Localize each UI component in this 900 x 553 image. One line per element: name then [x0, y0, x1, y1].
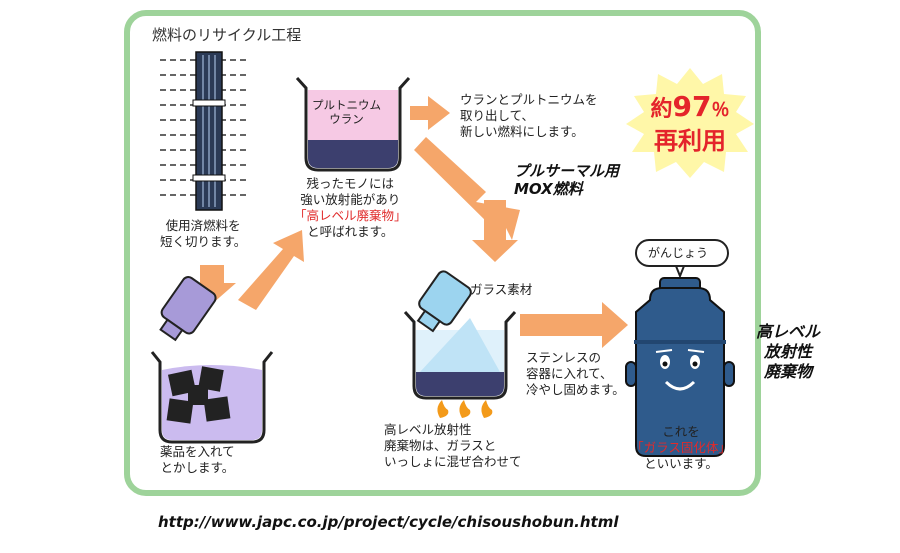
- step-mix-line3: いっしょに混ぜ合わせて: [384, 454, 522, 469]
- recycle-rate-line2: 再利用: [654, 127, 726, 155]
- step-canister-line3: といいます。: [644, 456, 718, 471]
- step-mix-line1: 高レベル放射性: [384, 422, 472, 437]
- glass-material-label: ガラス素材: [470, 282, 533, 297]
- recycle-starburst: [626, 68, 754, 178]
- speech-bubble-text: がんじょう: [648, 246, 709, 260]
- step-residue-text: 残ったモノには 強い放射能があり 「高レベル廃棄物」 と呼ばれます。: [294, 176, 407, 240]
- step-cut-line2: 短く切ります。: [160, 234, 247, 249]
- step-stainless-line3: 冷やし固めます。: [526, 382, 625, 397]
- recycle-rate-line1: 約97％: [640, 92, 740, 126]
- mox-label-line2: MOX燃料: [514, 180, 583, 198]
- hlw-label-line2: 放射性: [764, 342, 813, 361]
- arrow-right-extract: [410, 96, 450, 130]
- recycle-rate-prefix: 約: [650, 97, 673, 122]
- step-extract-text: ウランとプルトニウムを 取り出して、 新しい燃料にします。: [460, 92, 598, 140]
- step-extract-line2: 取り出して、: [460, 108, 535, 123]
- step-canister-line1: これを: [662, 424, 700, 439]
- arrow-up-right: [238, 230, 304, 310]
- step-dissolve-line1: 薬品を入れて: [160, 444, 235, 459]
- step-dissolve-line2: とかします。: [160, 460, 235, 475]
- mox-label: プルサーマル用 MOX燃料: [514, 162, 619, 198]
- step-stainless-line2: 容器に入れて、: [526, 366, 613, 381]
- vitrified-highlight: 「ガラス固化体」: [631, 440, 731, 455]
- recycle-rate: 約97％ 再利用: [640, 92, 740, 156]
- arrow-down-glass: [472, 200, 518, 262]
- speech-bubble: [635, 239, 729, 279]
- step-cut-text: 使用済燃料を 短く切ります。: [160, 218, 246, 250]
- hlw-label-line3: 廃棄物: [764, 362, 813, 381]
- page-title: 燃料のリサイクル工程: [152, 26, 302, 44]
- chemical-bottle-icon: [159, 276, 217, 342]
- step-mix-text: 高レベル放射性 廃棄物は、ガラスと いっしょに混ぜ合わせて: [384, 422, 522, 470]
- step-stainless-line1: ステンレスの: [526, 350, 602, 365]
- flame-icon: [437, 400, 493, 418]
- step-canister-text: これを 「ガラス固化体」 といいます。: [626, 424, 736, 472]
- step-residue-line1: 残ったモノには: [306, 176, 395, 191]
- recycle-rate-unit: ％: [711, 100, 730, 121]
- separation-beaker-icon: [295, 76, 411, 172]
- mox-label-line1: プルサーマル用: [514, 162, 620, 180]
- beaker-top-label: プルトニウム ウラン: [312, 98, 381, 126]
- step-residue-line2: 強い放射能があり: [300, 192, 401, 207]
- plutonium-label: プルトニウム: [312, 98, 381, 112]
- step-stainless-text: ステンレスの 容器に入れて、 冷やし固めます。: [526, 350, 625, 398]
- source-url: http://www.japc.co.jp/project/cycle/chis…: [158, 513, 619, 531]
- glass-bottle-icon: [416, 270, 472, 333]
- recycle-rate-number: 97: [672, 90, 712, 123]
- hlw-highlight: 「高レベル廃棄物」: [294, 208, 407, 223]
- step-mix-line2: 廃棄物は、ガラスと: [384, 438, 497, 453]
- dissolver-beaker-icon: [150, 351, 274, 444]
- step-dissolve-text: 薬品を入れて とかします。: [160, 444, 235, 476]
- glass-canister-icon: [625, 277, 735, 457]
- glass-melter-icon: [403, 310, 517, 400]
- fuel-assembly-icon: [160, 51, 250, 211]
- arrow-down-1: [188, 265, 236, 304]
- step-extract-line3: 新しい燃料にします。: [460, 124, 584, 139]
- step-residue-line4: と呼ばれます。: [307, 224, 394, 239]
- arrow-right-canister: [520, 302, 628, 348]
- step-extract-line1: ウランとプルトニウムを: [460, 92, 598, 107]
- hlw-label: 高レベル 放射性 廃棄物: [756, 322, 820, 382]
- hlw-label-line1: 高レベル: [756, 322, 821, 341]
- step-cut-line1: 使用済燃料を: [165, 218, 241, 233]
- uranium-label: ウラン: [329, 112, 364, 126]
